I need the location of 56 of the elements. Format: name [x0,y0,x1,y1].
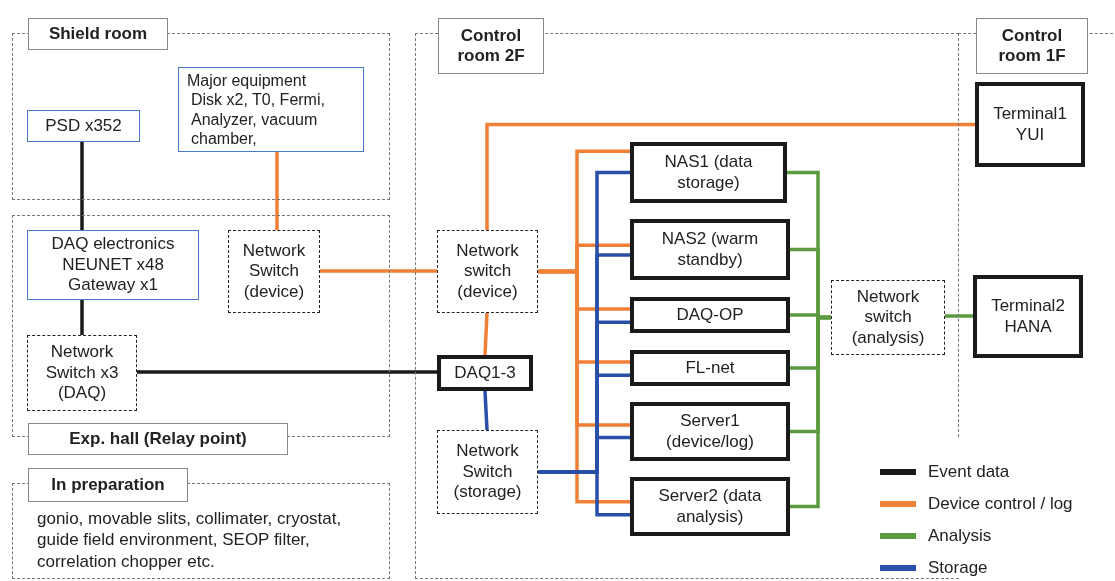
node-label: Terminal1 YUI [992,104,1068,145]
equipment-box [178,67,364,152]
server-box [630,219,790,280]
connector-line [790,315,831,509]
connector-line [275,152,279,230]
node-label: Terminal2 HANA [990,296,1066,337]
node-label: DAQ-OP [676,304,744,326]
connector-line [320,269,437,273]
note-text: gonio, movable slits, collimater, cryostat, guide field environment, SEOP filter, correlation chopper etc. [37,508,343,572]
server-box [630,402,790,461]
server-box [630,297,790,333]
terminal-box [975,82,1085,167]
server-box [630,477,790,536]
room-heading: Control room 1F [976,18,1088,74]
server-box [437,355,533,391]
server-box [630,350,790,386]
room-heading: Control room 2F [438,18,544,74]
connector-line [483,390,489,431]
connector-line [80,300,84,335]
electronics-box [27,230,199,300]
node-label: Network Switch x3 (DAQ) [44,342,120,404]
terminal-box [973,275,1083,358]
room-heading: Shield room [28,18,168,50]
network-switch-box [831,280,945,355]
legend-label: Device control / log [928,494,1073,514]
legend-label: Storage [928,558,988,578]
legend-label: Analysis [928,526,992,546]
node-label: NAS1 (data storage) [663,152,754,193]
connector-line [483,312,489,356]
server-box [630,142,787,203]
node-detail: Disk x2, T0, Fermi, Analyzer, vacuum chamber, [190,90,326,148]
room-heading: Exp. hall (Relay point) [28,423,288,455]
device-box [27,110,140,142]
node-label: Server2 (data analysis) [657,486,763,527]
connector-line [538,269,630,504]
node-label: DAQ electronics NEUNET x48 Gateway x1 [50,234,176,296]
node-label: NAS2 (warm standby) [660,229,760,270]
node-label: Network switch (device) [455,240,520,303]
node-label: DAQ1-3 [454,362,516,384]
legend-label: Event data [928,462,1010,482]
network-switch-box [437,430,538,514]
node-label: Network switch (analysis) [850,286,926,349]
network-switch-box [27,335,137,411]
room-heading: In preparation [28,468,188,502]
node-label: FL-net [685,357,735,379]
network-switch-box [437,230,538,313]
connector-line [945,314,973,318]
connector-line [80,142,84,230]
node-label: Network Switch (storage) [452,441,523,503]
node-label: Server1 (device/log) [665,411,755,452]
node-label: Network Switch (device) [241,240,307,303]
connector-line [137,370,437,374]
connector-line [485,122,975,230]
network-switch-box [228,230,320,313]
node-label: Major equipment [187,71,307,91]
node-label: PSD x352 [45,115,122,137]
